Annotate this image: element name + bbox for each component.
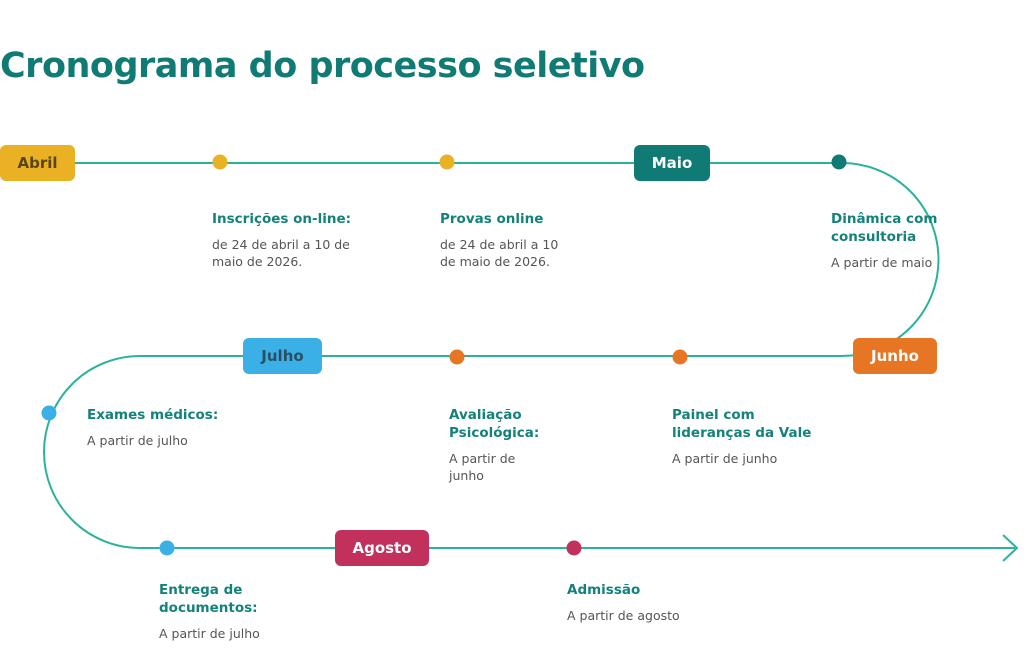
step-title: Entrega de documentos: [159,582,258,616]
month-badge-april: Abril [0,145,75,181]
step-marker-painel [672,349,688,365]
step-detail: de 24 de abril a 10 de maio de 2026. [212,237,350,269]
month-badge-may: Maio [634,145,710,181]
step-painel: Painel com lideranças da Vale A partir d… [672,406,812,467]
step-title: Dinâmica com consultoria [831,211,938,245]
step-detail: A partir de julho [159,626,260,641]
step-marker-exames [41,405,57,421]
month-badge-june: Junho [853,338,937,374]
arrow-head-icon [1002,534,1019,562]
step-detail: A partir de julho [87,433,188,448]
step-entrega: Entrega de documentos: A partir de julho [159,581,269,642]
step-inscricoes: Inscrições on-line: de 24 de abril a 10 … [212,210,362,270]
step-marker-provas [439,154,455,170]
page-title: Cronograma do processo seletivo [0,46,645,86]
step-detail: A partir de agosto [567,608,680,623]
step-detail: A partir de junho [449,451,516,483]
step-provas: Provas online de 24 de abril a 10 de mai… [440,210,565,270]
step-dinamica: Dinâmica com consultoria A partir de mai… [831,210,946,271]
step-marker-inscricoes [212,154,228,170]
step-title: Admissão [567,582,641,598]
month-badge-july: Julho [243,338,322,374]
step-marker-avaliacao [449,349,465,365]
step-title: Avaliação Psicológica: [449,407,540,441]
step-title: Painel com lideranças da Vale [672,407,812,441]
step-avaliacao: Avaliação Psicológica: A partir de junho [449,406,549,484]
step-title: Exames médicos: [87,407,219,423]
step-detail: A partir de junho [672,451,778,466]
step-exames: Exames médicos: A partir de julho [87,406,247,449]
step-detail: de 24 de abril a 10 de maio de 2026. [440,237,559,269]
month-badge-august: Agosto [335,530,429,566]
timeline-path [43,162,1015,549]
step-marker-dinamica [831,154,847,170]
step-title: Inscrições on-line: [212,211,352,227]
step-marker-admissao [566,540,582,556]
step-marker-entrega [159,540,175,556]
step-admissao: Admissão A partir de agosto [567,581,727,624]
step-title: Provas online [440,211,544,227]
step-detail: A partir de maio [831,255,933,270]
